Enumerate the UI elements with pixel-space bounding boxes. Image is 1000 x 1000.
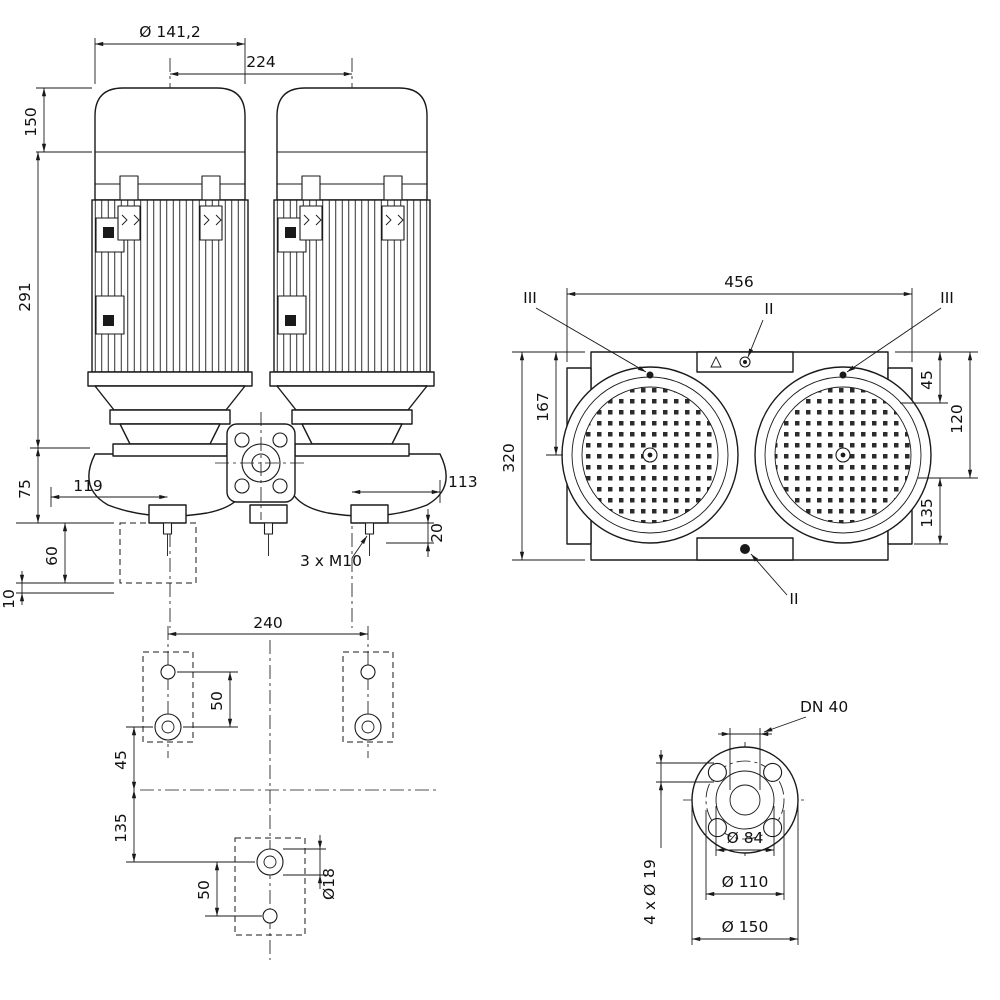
dim-left-offset: 119 (73, 477, 103, 495)
dim-overall-depth: 320 (500, 443, 518, 473)
dim-45: 45 (918, 370, 936, 390)
dim-motor-spacing: 224 (246, 53, 276, 71)
dim-face-diameter: Ø 84 (727, 829, 764, 847)
dim-bolt-holes: 4 x Ø 19 (641, 859, 659, 925)
dim-overall-width: 456 (724, 273, 754, 291)
dim-outer-diameter: Ø 150 (722, 918, 769, 936)
top-view: 456 320 167 45 120 135 III III II II (500, 273, 978, 608)
dim-hole-diameter: Ø18 (320, 868, 338, 900)
dim-bolt-spacing: 240 (253, 614, 283, 632)
section-label-iii-left: III (523, 289, 537, 307)
dim-hole-pitch-top: 50 (208, 691, 226, 711)
dim-right-offset: 113 (448, 473, 478, 491)
dim-bolt-circle: Ø 110 (722, 873, 769, 891)
flange-detail-view: DN 40 4 x Ø 19 Ø 84 Ø 110 Ø 150 (641, 698, 848, 945)
dim-cap-height: 150 (22, 107, 40, 137)
dim-cap-diameter: Ø 141,2 (139, 23, 201, 41)
dim-plate-thickness: 10 (0, 589, 18, 609)
front-view: Ø 141,2 224 150 291 75 60 10 119 113 20 (0, 23, 478, 628)
dim-135: 135 (918, 498, 936, 528)
vent-screw-bottom (740, 544, 750, 554)
dim-foot-height: 20 (428, 523, 446, 543)
dim-45-plan: 45 (112, 750, 130, 770)
dim-motor-height: 291 (16, 282, 34, 312)
dim-center-depth: 167 (534, 392, 552, 422)
note-anchor-bolts: 3 x M10 (300, 552, 362, 570)
dim-pump-height: 75 (16, 479, 34, 499)
dim-hole-pitch-bottom: 50 (195, 880, 213, 900)
section-label-iii-right: III (940, 289, 954, 307)
dim-nominal-bore: DN 40 (800, 698, 848, 716)
dim-120: 120 (948, 404, 966, 434)
section-label-ii-bottom: II (789, 590, 798, 608)
dim-135-plan: 135 (112, 813, 130, 843)
dim-foundation-height: 60 (43, 546, 61, 566)
screw-left (646, 371, 654, 379)
screw-right (839, 371, 847, 379)
section-label-ii-top: II (764, 300, 773, 318)
vent-mark (710, 355, 722, 368)
foundation-plan-view: 240 50 45 135 50 Ø18 (112, 614, 436, 960)
